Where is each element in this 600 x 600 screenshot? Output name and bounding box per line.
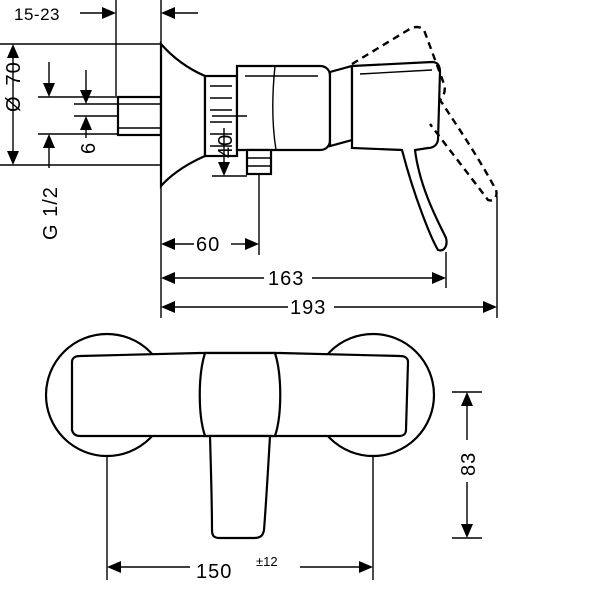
outlet-fitting: [245, 148, 273, 176]
dim-thread: G 1/2: [38, 62, 118, 240]
centres-label: 150: [196, 561, 232, 583]
inlet-thread: [116, 95, 163, 137]
outlet-height-label: 40: [215, 134, 237, 158]
valve-body-side: [235, 64, 332, 152]
cartridge-cover: [198, 351, 282, 438]
lever-side: [350, 60, 448, 252]
outlet-distance-label: 60: [196, 234, 220, 256]
dim-total-depth: 193: [161, 196, 498, 319]
dim-outlet-height: 40: [212, 115, 247, 177]
dim-outlet-distance: 60: [161, 174, 260, 256]
pipe-offset-label: 6: [78, 142, 100, 154]
total-depth-label: 193: [290, 297, 326, 319]
dim-pipe-offset: 6: [74, 70, 118, 154]
lever-neck: [328, 64, 354, 148]
dim-diameter: Ø70: [0, 43, 161, 166]
dim-lever-reach: 163: [161, 252, 447, 290]
diameter-label: Ø70: [3, 61, 25, 112]
dim-height: 83: [452, 391, 482, 539]
centres-tolerance-label: ±12: [256, 554, 278, 569]
dim-wall-offset: 15-23: [14, 0, 198, 96]
lever-reach-label: 163: [268, 268, 304, 290]
height-label: 83: [458, 452, 480, 476]
lever-front: [208, 434, 272, 540]
dim-centres: 150 ±12: [106, 456, 374, 583]
side-view: [116, 0, 498, 318]
wall-offset-label: 15-23: [14, 5, 60, 24]
front-view: [44, 332, 436, 540]
rosette-profile: [159, 41, 207, 189]
lever-open-position: [351, 25, 498, 202]
thread-label: G 1/2: [40, 186, 62, 240]
